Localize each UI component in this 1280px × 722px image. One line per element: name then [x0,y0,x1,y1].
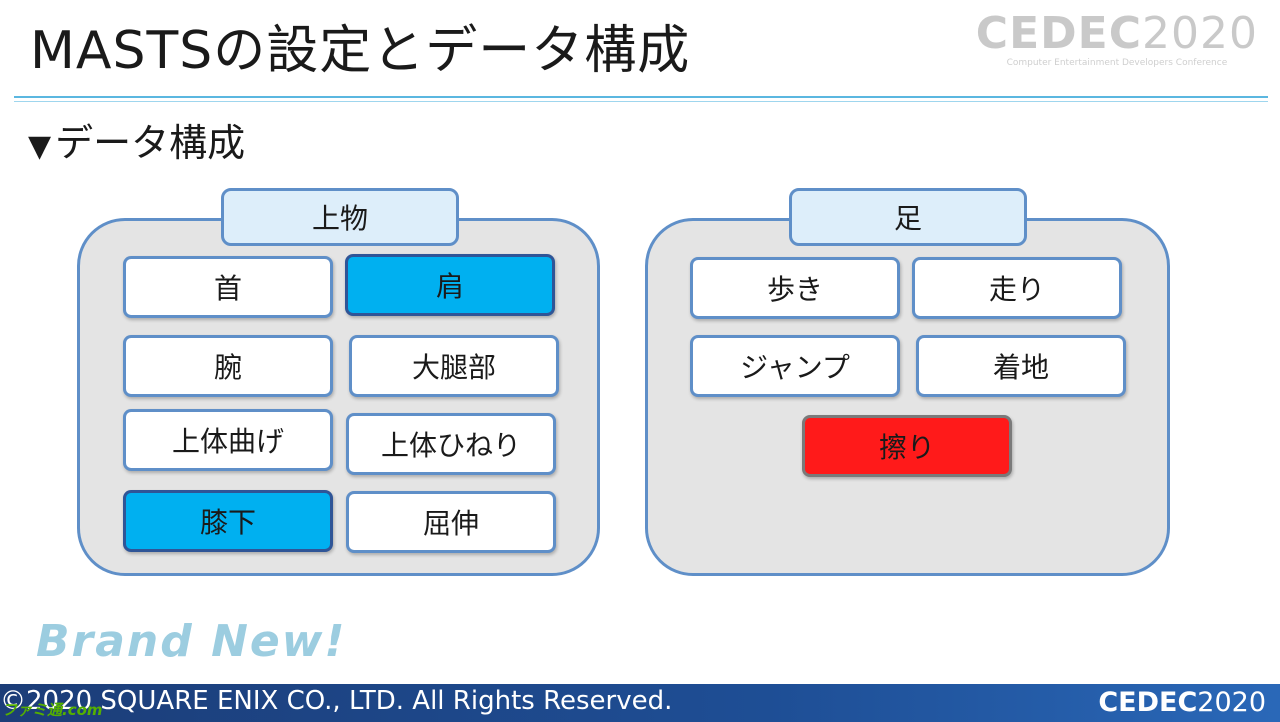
cedec-logo-text: CEDEC [975,8,1143,59]
item-knee-bend: 屈伸 [346,491,556,553]
upper-body-group-label: 上物 [221,188,459,246]
section-heading: ▼データ構成 [28,112,245,167]
title-divider [14,96,1268,98]
title-divider-thin [14,101,1268,102]
item-run: 走り [912,257,1122,319]
cedec-logo-year: 2020 [1142,8,1258,59]
item-torso-twist: 上体ひねり [346,413,556,475]
item-thigh: 大腿部 [349,335,559,397]
item-walk: 歩き [690,257,900,319]
cedec-footer-logo: CEDEC2020 [1098,687,1266,718]
cedec-logo-tagline: Computer Entertainment Developers Confer… [1006,58,1228,68]
copyright-text: ©2020 SQUARE ENIX CO., LTD. All Rights R… [0,686,673,716]
brand-new-logo: Brand New! [36,616,347,667]
triangle-marker-icon: ▼ [28,129,52,164]
footer-bar: ©2020 SQUARE ENIX CO., LTD. All Rights R… [0,684,1280,722]
item-shoulder: 肩 [345,254,555,316]
item-lower-leg: 膝下 [123,490,333,552]
item-landing: 着地 [916,335,1126,397]
item-slide: 擦り [802,415,1012,477]
cedec-logo: CEDEC2020 Computer Entertainment Develop… [975,8,1258,69]
slide-title: MASTSの設定とデータ構成 [30,21,691,81]
section-heading-text: データ構成 [55,121,246,165]
item-neck: 首 [123,256,333,318]
item-arm: 腕 [123,335,333,397]
cedec-footer-logo-year: 2020 [1197,687,1266,718]
feet-group-label: 足 [789,188,1027,246]
item-jump: ジャンプ [690,335,900,397]
famitsu-watermark: ファミ通.com [2,701,103,719]
cedec-footer-logo-text: CEDEC [1098,687,1198,718]
item-torso-bend: 上体曲げ [123,409,333,471]
